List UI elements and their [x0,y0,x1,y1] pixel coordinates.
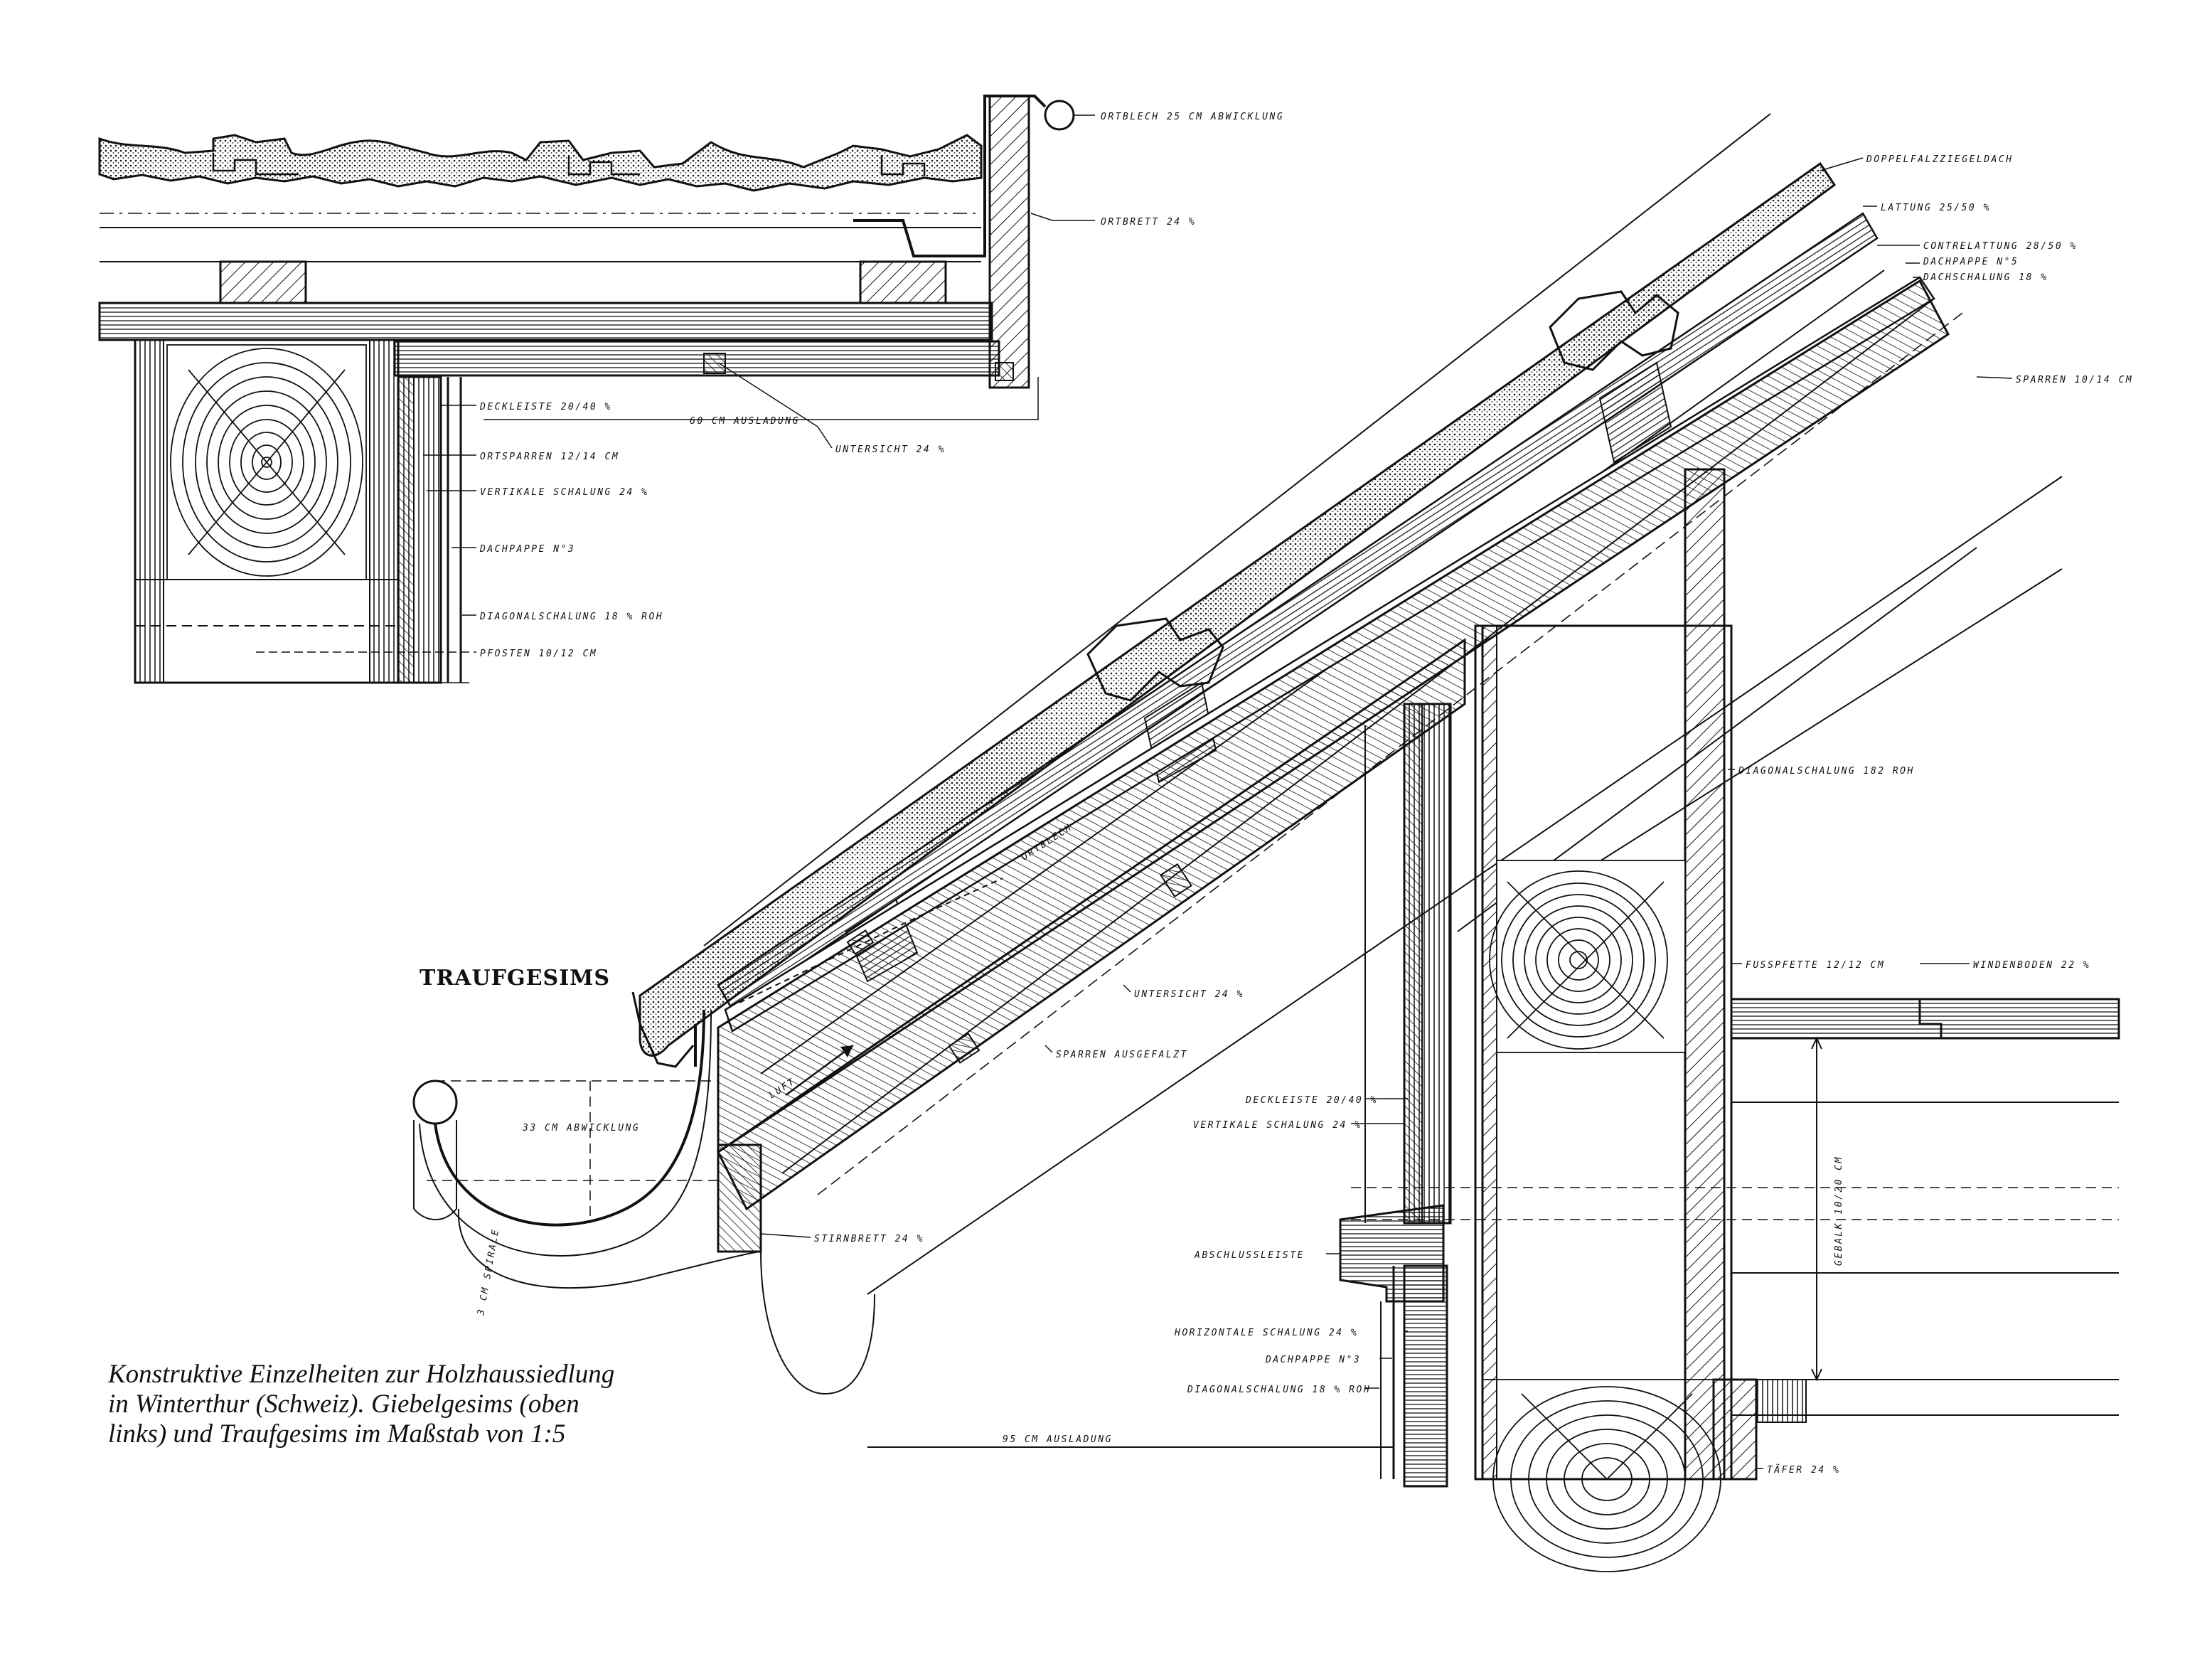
deckleiste-vertical [397,376,415,683]
label-doppelfalzziegeldach: DOPPELFALZZIEGELDACH [1866,154,2014,165]
gebaelk-dim-arrows [1811,1036,1822,1382]
tile-profile-giebel [98,134,983,192]
tile-interlock-1 [212,153,299,176]
label-sparren: SPARREN 10/14 CM [2016,375,2133,385]
caption-line-2: in Winterthur (Schweiz). Giebelgesims (o… [108,1390,579,1419]
label-gebaelk: GEBALK 10/20 CM [1834,1156,1844,1266]
label-vertikale-schalung-trauf: VERTIKALE SCHALUNG 24 % [1193,1120,1362,1131]
fusspfette-end-grain [1489,860,1686,1053]
taefer [1712,1378,1758,1481]
label-ortblech: ORTBLECH 25 CM ABWICKLUNG [1101,112,1284,122]
tile-band-trauf [639,161,1837,1057]
tile-joint-upper [1549,290,1679,371]
untersicht-board [393,340,1000,377]
label-ortbrett: ORTBRETT 24 % [1101,217,1196,228]
label-horizontale-schalung: HORIZONTALE SCHALUNG 24 % [1174,1328,1358,1338]
label-windenboden: WINDENBODEN 22 % [1973,960,2090,971]
gebaelk-lines [1731,1102,2119,1416]
label-dachpappe-3-trauf: DACHPAPPE N°3 [1265,1355,1361,1365]
lath-block-left [219,260,307,304]
ortsparren-end-grain [166,344,367,580]
windenboden-joint [1918,999,1943,1038]
deckleiste-trauf [1404,703,1423,1224]
label-ausladung-95: 95 CM AUSLADUNG [1003,1434,1113,1445]
label-deckleiste: DECKLEISTE 20/40 % [479,402,612,412]
label-abwicklung-33: 33 CM ABWICKLUNG [522,1123,640,1134]
label-diagonalschalung-giebel: DIAGONALSCHALUNG 18 % ROH [479,612,663,622]
wall-left-strip [1482,625,1497,1480]
label-untersicht-trauf: UNTERSICHT 24 % [1134,989,1244,1000]
deckleiste-small [703,353,726,374]
ortblech-flashing [853,95,1047,257]
label-diagonalschalung-18-trauf: DIAGONALSCHALUNG 18 % ROH [1187,1385,1371,1395]
traufgesims-title: TRAUFGESIMS [420,966,610,991]
pfosten-trauf [1684,468,1726,1481]
ortblech-roll [1044,100,1075,131]
caption-line-3: links) und Traufgesims im Maßstab von 1:… [108,1419,566,1449]
ortsparren-right-board [369,339,399,683]
tile-interlock-3 [880,155,926,176]
dachrinne-gutter [412,1009,875,1395]
roof-board-giebel [98,302,993,341]
gebaelk-end-grain [1482,1379,1732,1572]
ortbrett-end [995,362,1014,381]
label-lattung: LATTUNG 25/50 % [1881,203,1991,213]
taefer-profile [1756,1379,1807,1423]
label-diagonalschalung-182: DIAGONALSCHALUNG 182 ROH [1738,766,1915,777]
giebel-leaders [256,114,1095,653]
label-dachschalung: DACHSCHALUNG 18 % [1923,272,2048,283]
tile-eave-edge [631,991,695,1068]
trauf-leaders [760,157,2013,1469]
caption-line-1: Konstruktive Einzelheiten zur Holzhaussi… [108,1360,615,1389]
traufgesims-detail: TRAUFGESIMS [412,113,2133,1572]
label-deckleiste-trauf: DECKLEISTE 20/40 % [1245,1095,1378,1106]
luft-arrow [785,1044,854,1097]
label-untersicht-giebel: UNTERSICHT 24 % [835,444,946,455]
label-pfosten: PFOSTEN 10/12 CM [480,649,597,659]
label-stirnbrett: STIRNBRETT 24 % [814,1234,924,1244]
windenboden [1730,998,2120,1040]
giebelgesims-detail: ORTBLECH 25 CM ABWICKLUNG ORTBRETT 24 % … [98,95,1284,684]
label-vertikale-schalung-giebel: VERTIKALE SCHALUNG 24 % [480,487,649,498]
stirnbrett [717,1143,762,1253]
figure-caption: Konstruktive Einzelheiten zur Holzhaussi… [108,1360,748,1449]
contrelattung-trauf [717,212,1879,1011]
label-dachpappe-5: DACHPAPPE N°5 [1923,257,2019,267]
label-dachpappe-3-giebel: DACHPAPPE N°3 [479,544,575,555]
lath-block-right [859,260,947,304]
label-spirale: 3 CM SPIRALE [476,1227,501,1317]
label-abschlussleiste: ABSCHLUSSLEISTE [1194,1250,1305,1261]
gebaelk-dashed [1351,1187,2119,1220]
label-sparren-ausgefalzt: SPARREN AUSGEFALZT [1056,1050,1188,1060]
horizontale-schalung-trauf [1403,1264,1448,1488]
ortblech-dashed [739,878,1003,1003]
label-contrelattung: CONTRELATTUNG 28/50 % [1923,241,2078,252]
ortsparren-left-board [134,339,164,683]
label-ortsparren: ORTSPARREN 12/14 CM [480,452,619,462]
label-taefer: TÄFER 24 % [1767,1464,1840,1476]
wedge-blocks [846,863,1192,1064]
tile-interlock-2 [567,156,640,176]
label-fusspfette: FUSSPFETTE 12/12 CM [1746,960,1885,971]
label-ausladung-60: 60 CM AUSLADUNG [690,416,800,427]
